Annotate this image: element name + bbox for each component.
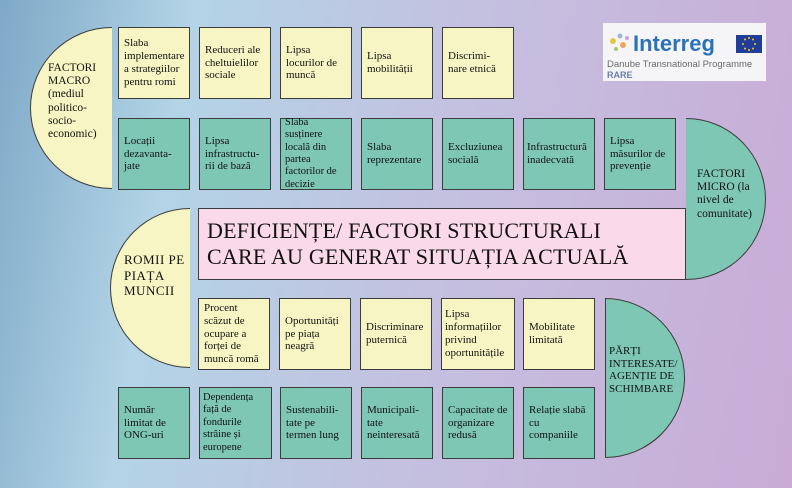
row4-label: Dependența față de fondurile străine și … (203, 392, 254, 453)
row3-box: Procent scăzut de ocupare a forței de mu… (198, 298, 270, 370)
cap-factori-micro-label: FACTORI MICRO (la nivel de comunitate) (697, 168, 752, 220)
row3-box: Discriminare puternică (360, 298, 432, 370)
row4-box: Relație slabă cu companiile (523, 387, 595, 459)
row2-label: Excluziunea socială (448, 141, 503, 166)
row3-box: Oportunități pe piața neagră (279, 298, 351, 370)
cap-parti-label: PĂRȚI INTERESATE/ AGENȚIE DE SCHIMBARE (609, 345, 678, 395)
interreg-logo: Interreg Danube Transnational Programme … (603, 23, 766, 81)
row2-label: Infrastructură inadecvată (527, 141, 587, 166)
row3-label: Discriminare puternică (366, 321, 424, 346)
row2-label: Lipsa infrastructu-rii de bază (205, 134, 260, 173)
row3-box: Mobilitate limitată (523, 298, 595, 370)
row2-box: Lipsa infrastructu-rii de bază (199, 118, 271, 190)
row1-label: Lipsa locurilor de muncă (286, 43, 338, 82)
row1-box: Lipsa mobilității (361, 27, 433, 99)
cap-factori-macro-label: FACTORI MACRO (mediul politico-socio-eco… (48, 62, 97, 141)
row2-label: Slaba reprezentare (367, 141, 422, 166)
row2-label: Lipsa măsurilor de prevenție (610, 134, 666, 173)
title-banner: DEFICIENȚE/ FACTORI STRUCTURALI CARE AU … (198, 208, 686, 280)
row2-box: Lipsa măsurilor de prevenție (604, 118, 676, 190)
row4-box: Capacitate de organizare redusă (442, 387, 514, 459)
row2-label: Locații dezavanta-jate (124, 134, 172, 173)
eu-flag-icon (736, 35, 762, 53)
row1-box: Discrimi-nare etnică (442, 27, 514, 99)
row2-box: Slaba susținere locală din partea factor… (280, 116, 352, 190)
logo-brand: Interreg (633, 31, 715, 56)
row3-label: Lipsa informațiilor privind oportunități… (445, 308, 505, 359)
row3-label: Mobilitate limitată (529, 321, 575, 346)
row4-box: Număr limitat de ONG-uri (118, 387, 190, 459)
row1-box: Lipsa locurilor de muncă (280, 27, 352, 99)
row2-box: Excluziunea socială (442, 118, 514, 190)
cap-romii-label: ROMII PE PIAȚA MUNCII (124, 252, 185, 299)
row4-box: Sustenabili-tate pe termen lung (280, 387, 352, 459)
row3-label: Procent scăzut de ocupare a forței de mu… (204, 301, 259, 366)
row4-box: Municipali-tate neinteresată (361, 387, 433, 459)
row1-box: Reduceri ale cheltuielilor sociale (199, 27, 271, 99)
row4-label: Sustenabili-tate pe termen lung (286, 403, 339, 442)
logo-project: RARE (607, 70, 633, 80)
logo-program: Danube Transnational Programme (607, 59, 752, 70)
row1-label: Slaba implementare a strategiilor pentru… (124, 37, 185, 88)
row4-label: Număr limitat de ONG-uri (124, 403, 166, 442)
row2-box: Slaba reprezentare (361, 118, 433, 190)
row3-label: Oportunități pe piața neagră (285, 314, 339, 353)
title-line-2: CARE AU GENERAT SITUAȚIA ACTUALĂ (207, 244, 629, 269)
row4-box: Dependența față de fondurile străine și … (199, 387, 272, 459)
row1-label: Reduceri ale cheltuielilor sociale (205, 43, 261, 82)
row1-label: Lipsa mobilității (367, 50, 413, 75)
interreg-logo-graphic: Interreg Danube Transnational Programme … (607, 31, 762, 80)
row2-label: Slaba susținere locală din partea factor… (285, 116, 337, 190)
row4-label: Municipali-tate neinteresată (367, 403, 420, 442)
row2-box: Locații dezavanta-jate (118, 118, 190, 190)
row3-box: Lipsa informațiilor privind oportunități… (441, 298, 515, 370)
row1-label: Discrimi-nare etnică (448, 50, 496, 75)
title-line-1: DEFICIENȚE/ FACTORI STRUCTURALI (207, 217, 602, 243)
row4-label: Relație slabă cu companiile (529, 403, 586, 442)
row1-box: Slaba implementare a strategiilor pentru… (118, 27, 190, 99)
row2-box: Infrastructură inadecvată (523, 118, 595, 190)
row4-label: Capacitate de organizare redusă (448, 403, 508, 442)
